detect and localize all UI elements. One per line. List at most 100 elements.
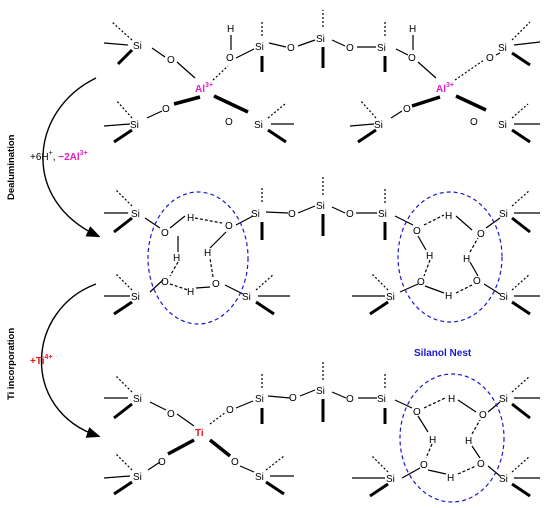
titanium-atom: Ti: [195, 428, 204, 439]
oxygen-atom: O: [403, 104, 411, 115]
row-aluminium-framework: [103, 10, 541, 144]
oxygen-atom: O: [346, 394, 354, 405]
hydrogen-atom: H: [426, 251, 433, 262]
hydrogen-atom: H: [448, 394, 455, 405]
oxygen-atom: O: [477, 229, 485, 240]
row-titanium-atom-labels: Si O Ti O Si O Si O Si O H O Si H H O H …: [133, 348, 508, 485]
oxygen-atom: O: [346, 43, 354, 54]
silanol-nest-outline: [147, 191, 249, 325]
silicon-atom: Si: [386, 474, 395, 485]
oxygen-atom: O: [417, 277, 425, 288]
oxygen-atom: O: [161, 228, 169, 239]
oxygen-atom: O: [231, 457, 239, 468]
oxygen-atom: O: [225, 221, 233, 232]
oxygen-atom: O: [470, 117, 478, 128]
oxygen-atom: O: [486, 53, 494, 64]
hydrogen-atom: H: [445, 291, 452, 302]
oxygen-atom: O: [289, 393, 297, 404]
silicon-atom: Si: [255, 394, 264, 405]
silicon-atom: Si: [133, 394, 142, 405]
silicon-atom: Si: [316, 201, 325, 212]
aluminium-removal-charge: 3+: [80, 150, 88, 157]
silicon-atom: Si: [255, 42, 264, 53]
silicon-atom: Si: [131, 209, 140, 220]
aluminium-removal: −2Al: [58, 152, 80, 163]
step2-reagent: +Ti4+: [30, 354, 53, 367]
oxygen-atom: O: [413, 407, 421, 418]
oxygen-atom: O: [288, 209, 296, 220]
silanol-nest-outline: [397, 191, 503, 323]
oxygen-atom: O: [226, 53, 234, 64]
reagent-separator: ,: [53, 152, 59, 163]
silicon-atom: Si: [499, 474, 508, 485]
hydrogen-atom: H: [463, 254, 470, 265]
silicon-atom: Si: [377, 394, 386, 405]
hydrogen-atom: H: [187, 287, 194, 298]
hydrogen-atom: H: [465, 436, 472, 447]
silicon-atom: Si: [378, 209, 387, 220]
oxygen-atom: O: [161, 277, 169, 288]
silicon-atom: Si: [499, 394, 508, 405]
hydrogen-atom: H: [204, 248, 211, 259]
oxygen-atom: O: [167, 409, 175, 420]
hydrogen-atom: H: [445, 211, 452, 222]
silanol-nest-outline: [399, 373, 505, 503]
oxygen-atom: O: [473, 276, 481, 287]
proton-addition: +6H: [30, 152, 49, 163]
oxygen-atom: O: [346, 209, 354, 220]
oxygen-atom: O: [212, 279, 220, 290]
hydrogen-atom: H: [187, 213, 194, 224]
silicon-atom: Si: [130, 120, 139, 131]
hydrogen-atom: H: [429, 435, 436, 446]
silicon-atom: Si: [254, 120, 263, 131]
silicon-atom: Si: [498, 120, 507, 131]
row-dealuminated-atom-labels: Si O H O H H O H O Si O Si O Si O H O Si…: [131, 201, 508, 303]
aluminium-charge: 3+: [205, 82, 213, 89]
dealumination-arrow: [42, 77, 101, 238]
silanol-nest-outlines: [147, 191, 503, 325]
oxygen-atom: O: [420, 460, 428, 471]
silicon-atom: Si: [316, 386, 325, 397]
silicon-atom: Si: [386, 292, 395, 303]
proton-charge: +: [49, 150, 53, 157]
ti-incorporation-arrow: [40, 283, 101, 438]
aluminium-atom-right: Al3+: [436, 82, 454, 95]
oxygen-atom: O: [225, 117, 233, 128]
oxygen-atom: O: [477, 459, 485, 470]
silicon-atom: Si: [316, 34, 325, 45]
silicon-atom: Si: [131, 292, 140, 303]
silanol-nest-label: Silanol Nest: [414, 348, 472, 359]
step1-reagents: +6H+, −2Al3+: [30, 150, 88, 163]
oxygen-atom: O: [167, 55, 175, 66]
silicon-atom: Si: [242, 292, 251, 303]
titanium-charge: 4+: [45, 354, 53, 361]
oxygen-atom: O: [408, 53, 416, 64]
hydrogen-atom: H: [227, 24, 234, 35]
titanium-addition: +Ti: [30, 356, 45, 367]
aluminium-charge: 3+: [446, 82, 454, 89]
hydrogen-atom: H: [173, 253, 180, 264]
row-aluminium-atom-labels: Si O Al3+ O H Si O Si O Si O H Al3+ O Si…: [130, 24, 507, 131]
oxygen-atom: O: [413, 226, 421, 237]
aluminium-symbol: Al: [195, 84, 205, 95]
row-dealuminated-framework: [104, 176, 540, 316]
silicon-atom: Si: [251, 209, 260, 220]
oxygen-atom: O: [226, 405, 234, 416]
hydrogen-atom: H: [447, 473, 454, 484]
ti-incorporation-label: Ti incorporation: [6, 328, 17, 400]
oxygen-atom: O: [158, 457, 166, 468]
aluminium-symbol: Al: [436, 84, 446, 95]
silicon-atom: Si: [499, 209, 508, 220]
silicon-atom: Si: [133, 472, 142, 483]
aluminium-atom-left: Al3+: [195, 82, 213, 95]
oxygen-atom: O: [287, 43, 295, 54]
oxygen-atom: O: [162, 104, 170, 115]
silicon-atom: Si: [498, 43, 507, 54]
silicon-atom: Si: [374, 120, 383, 131]
silicon-atom: Si: [255, 472, 264, 483]
silicon-atom: Si: [133, 41, 142, 52]
dealumination-label: Dealumination: [6, 134, 17, 200]
hydrogen-atom: H: [409, 24, 416, 35]
silicon-atom: Si: [377, 43, 386, 54]
